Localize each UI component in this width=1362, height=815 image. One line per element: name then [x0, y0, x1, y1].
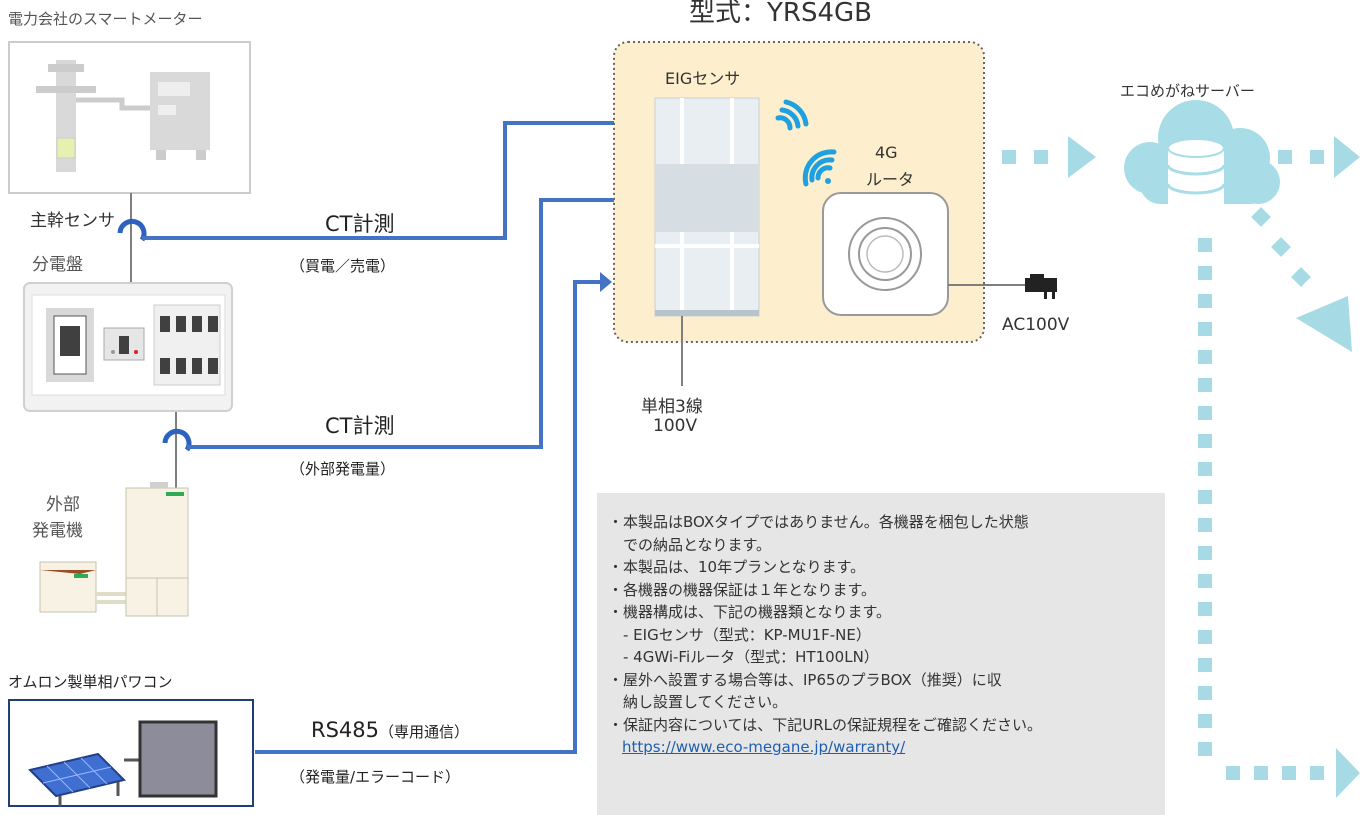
rs485-subtitle: （発電量/エラーコード）: [290, 768, 461, 786]
smart-meter-illustration: [8, 41, 251, 194]
ct2-title: CT計測: [325, 414, 395, 438]
external-generator-illustration: [39, 482, 189, 617]
wiring-label-1: 単相3線: [641, 397, 703, 417]
notes-list: ・本製品はBOXタイプではありません。各機器を梱包した状態 での納品となります。…: [608, 511, 1042, 759]
ct-clamp-icon: [162, 428, 192, 452]
wifi-signal-icon: [775, 99, 809, 131]
data-flow-arrow: [1198, 238, 1360, 798]
smart-meter-label: 電力会社のスマートメーター: [8, 10, 203, 28]
rs485-title: RS485（専用通信）: [311, 718, 469, 742]
rs485-paren: （専用通信）: [379, 723, 470, 741]
note-line: ・屋外へ設置する場合等は、IP65のプラBOX（推奨）に収: [608, 670, 1002, 689]
cloud-server-icon: [1124, 100, 1280, 213]
server-label: エコめがねサーバー: [1120, 82, 1255, 100]
note-line: - 4GWi-Fiルータ（型式：HT100LN）: [608, 648, 879, 666]
note-line: ・各機器の機器保証は１年となります。: [608, 580, 877, 599]
pcs-illustration: [8, 699, 254, 807]
ct1-title: CT計測: [325, 212, 395, 236]
router-illustration: [822, 192, 949, 316]
connection-lines: [142, 121, 655, 754]
note-line: - EIGセンサ（型式：KP-MU1F-NE）: [608, 625, 871, 644]
data-flow-arrow: [1002, 136, 1096, 178]
wifi-signal-icon: [802, 149, 837, 187]
generator-label-1: 外部: [46, 495, 80, 515]
notes-panel: [597, 493, 1165, 815]
rs485-label: RS485: [311, 718, 380, 742]
distribution-panel-illustration: [23, 282, 233, 412]
ct1-subtitle: （買電／売電）: [290, 257, 396, 275]
note-line: ・本製品は、10年プランとなります。: [608, 558, 866, 576]
note-line: ・機器構成は、下記の機器類となります。: [608, 603, 892, 621]
arrow-head-icon: [600, 272, 612, 292]
power-plug-icon: [1025, 274, 1057, 299]
main-sensor-label: 主幹センサ: [30, 211, 115, 231]
panel-label: 分電盤: [32, 255, 83, 275]
warranty-link[interactable]: https://www.eco-megane.jp/warranty/: [622, 738, 906, 756]
eig-sensor-illustration: [654, 97, 760, 317]
ac-power-label: AC100V: [1002, 315, 1070, 335]
router-label-1: 4G: [875, 143, 898, 162]
note-line: ・保証内容については、下記URLの保証規程をご確認ください。: [608, 715, 1043, 734]
data-flow-arrow: [1251, 207, 1352, 352]
pcs-label: オムロン製単相パワコン: [8, 673, 173, 691]
router-label-2: ルータ: [866, 170, 915, 189]
eig-sensor-label: EIGセンサ: [665, 69, 741, 88]
note-line: での納品となります。: [608, 535, 772, 554]
ct-clamp-icon: [117, 218, 147, 242]
note-line: 納し設置してください。: [608, 693, 788, 711]
wiring-label-2: 100V: [653, 416, 698, 436]
data-flow-arrow: [1278, 136, 1360, 178]
generator-label-2: 発電機: [32, 521, 83, 541]
diagram-title: 型式：YRS4GB: [689, 0, 872, 28]
ct2-subtitle: （外部発電量）: [290, 460, 396, 478]
note-line: ・本製品はBOXタイプではありません。各機器を梱包した状態: [608, 513, 1029, 531]
